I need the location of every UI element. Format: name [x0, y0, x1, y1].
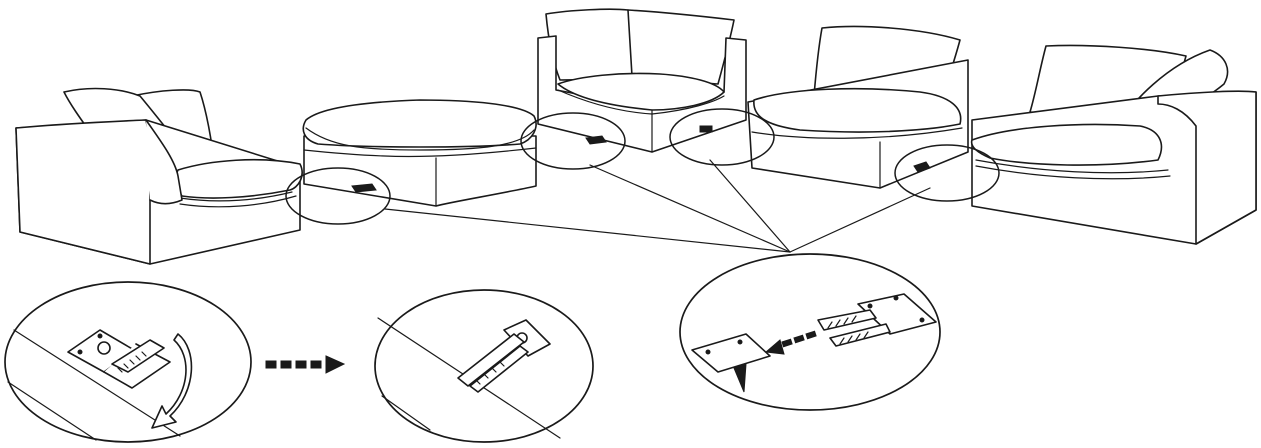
callout-ring-corner [520, 112, 626, 170]
callout-ring-ottoman [285, 167, 391, 225]
bracket-icon [67, 329, 171, 389]
callout-leader-lines [384, 159, 931, 253]
ottoman-module [302, 99, 537, 207]
corner-module [537, 8, 747, 153]
callout-ring-armless [669, 108, 775, 166]
callout-ring-right [894, 144, 1000, 202]
dashed-arrow-icon [265, 355, 346, 374]
right-armchair-module [970, 44, 1257, 245]
curved-arrow-icon [151, 333, 193, 429]
bracket-plate-icon [691, 333, 771, 393]
dashed-insert-arrow-icon [764, 330, 817, 355]
callout-rings [285, 108, 1000, 225]
bracket-positioned-step [374, 289, 594, 443]
bracket-comb-icon [817, 293, 937, 347]
bracket-rotate-step [4, 281, 252, 443]
left-armchair-module [15, 87, 303, 265]
bracket-connect-step [679, 253, 941, 411]
bracket-icon-2 [457, 319, 551, 393]
armless-module [747, 25, 969, 189]
